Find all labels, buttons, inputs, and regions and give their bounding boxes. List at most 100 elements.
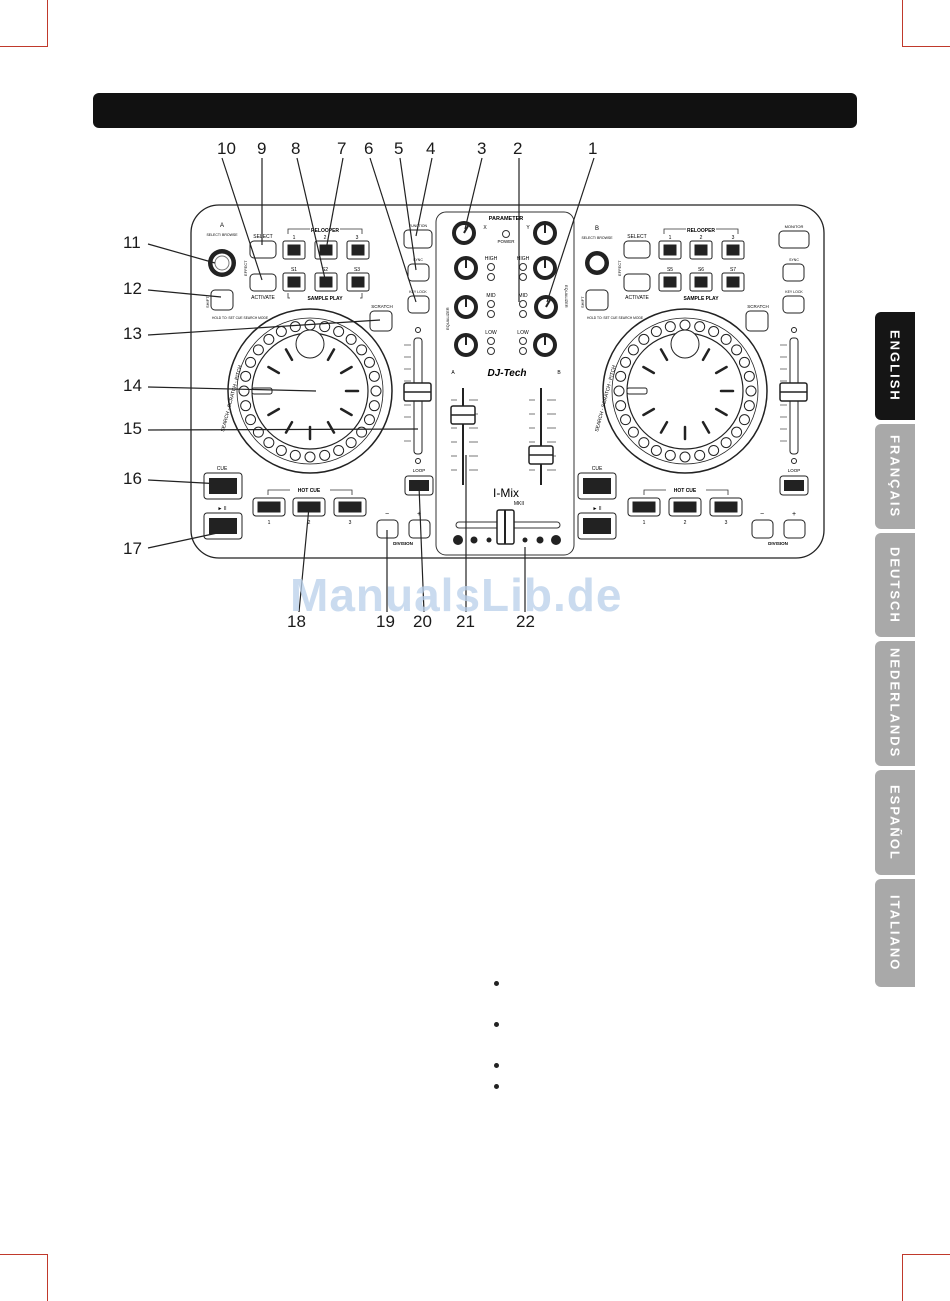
jog-ring-dot <box>363 356 375 368</box>
y-label: Y <box>526 225 530 231</box>
tab-espanol[interactable]: ESPAÑOL <box>875 770 915 875</box>
hot-cue-num-b: 1 <box>643 520 646 526</box>
hot-cue-buttons-a[interactable] <box>252 497 367 517</box>
sample-num-b: S5 <box>667 267 673 273</box>
shift-note-a: HOLD TO: SET CUE SEARCH MODE <box>212 316 269 320</box>
knob-eq-low-a[interactable] <box>454 333 478 357</box>
callout-number: 21 <box>456 612 475 631</box>
x-label: X <box>483 225 487 231</box>
knob-parameter-y[interactable] <box>533 221 557 245</box>
tab-label: DEUTSCH <box>887 546 903 624</box>
sync-button-b[interactable] <box>782 263 805 282</box>
knob-eq-mid-b[interactable] <box>534 295 558 319</box>
browse-knob-a[interactable] <box>208 249 236 277</box>
jog-ring-dot <box>664 321 676 333</box>
knob-eq-high-b[interactable] <box>533 256 557 280</box>
loop-button-b[interactable] <box>779 475 809 496</box>
jog-ring-dot <box>615 400 627 412</box>
shift-button-a[interactable] <box>210 289 234 311</box>
effect-activate-button-a[interactable] <box>249 273 277 292</box>
jog-ring-dot <box>738 414 750 426</box>
effect-label-a: EFFECT <box>243 260 248 276</box>
cue-label-b: CUE <box>592 466 603 472</box>
jog-ring-dot <box>615 370 627 382</box>
relooper-num-a: 3 <box>356 235 359 241</box>
play-pause-button-a[interactable] <box>203 512 243 540</box>
pitch-fader-a[interactable] <box>403 327 432 464</box>
callout-number: 13 <box>123 324 142 343</box>
equalizer-label-a: EQUALIZER <box>445 307 450 330</box>
play-pause-button-b[interactable] <box>577 512 617 540</box>
play-label-b: ► II <box>592 506 601 512</box>
scratch-button-b[interactable] <box>745 310 769 332</box>
jog-ring-dot <box>275 444 287 456</box>
division-minus-button-b[interactable] <box>751 519 774 539</box>
crop-mark <box>0 46 48 47</box>
activate-label-a: ACTIVATE <box>251 295 275 301</box>
relooper-bracket-b <box>663 228 739 234</box>
effect-activate-button-b[interactable] <box>623 273 651 292</box>
jog-ring-dot <box>289 449 301 461</box>
cue-button-a[interactable] <box>203 472 243 500</box>
jog-spoke <box>659 420 669 434</box>
division-plus-button-a[interactable] <box>408 519 431 539</box>
effect-label-b: EFFECT <box>617 260 622 276</box>
jog-ring-dot <box>345 333 357 345</box>
shift-label-a: SHIFT <box>205 296 210 308</box>
model-sub: MKII <box>514 501 524 507</box>
division-plus-button-b[interactable] <box>783 519 806 539</box>
sync-label-a: SYNC <box>413 258 423 262</box>
tab-english[interactable]: ENGLISH <box>875 312 915 420</box>
knob-eq-high-a[interactable] <box>454 256 478 280</box>
crossfader[interactable] <box>453 509 561 545</box>
hot-cue-num-a: 3 <box>349 520 352 526</box>
effect-select-button-a[interactable] <box>249 240 277 259</box>
sync-button-a[interactable] <box>407 263 430 282</box>
jog-ring-dot <box>333 444 345 456</box>
sample-num-a: S1 <box>291 267 297 273</box>
hot-cue-label-a: HOT CUE <box>298 488 321 494</box>
hot-cue-buttons-b[interactable] <box>627 497 743 517</box>
jog-spoke <box>701 348 711 362</box>
select-browse-label-b: SELECT/ BROWSE <box>581 236 613 240</box>
tab-deutsch[interactable]: DEUTSCH <box>875 533 915 637</box>
function-button-a[interactable] <box>403 229 433 249</box>
knob-eq-low-b[interactable] <box>533 333 557 357</box>
jog-ring-dot <box>743 400 755 412</box>
key-lock-button-b[interactable] <box>782 295 805 314</box>
knob-eq-mid-a[interactable] <box>454 295 478 319</box>
channel-fader-b[interactable] <box>528 388 556 485</box>
pitch-fader-b[interactable] <box>779 327 808 464</box>
sample-num-a: S3 <box>354 267 360 273</box>
browse-knob-b[interactable] <box>585 251 609 275</box>
jog-ring-dot <box>731 344 743 356</box>
channel-b-label: B <box>557 370 561 376</box>
sample-play-buttons-b[interactable] <box>658 272 745 292</box>
relooper-buttons-b[interactable] <box>658 240 745 260</box>
callout-number: 2 <box>513 139 523 158</box>
key-lock-button-a[interactable] <box>407 295 430 314</box>
jog-spoke <box>326 420 336 434</box>
shift-button-b[interactable] <box>585 289 609 311</box>
relooper-num-b: 3 <box>732 235 735 241</box>
jog-ring-dot <box>252 344 264 356</box>
loop-label-a: LOOP <box>413 468 426 473</box>
jog-ring-dot <box>356 344 368 356</box>
tab-francais[interactable]: FRANÇAIS <box>875 424 915 529</box>
callout-number: 15 <box>123 419 142 438</box>
monitor-button[interactable] <box>778 230 810 249</box>
jog-wheel-b[interactable] <box>602 308 768 474</box>
cue-label-a: CUE <box>217 466 228 472</box>
knob-parameter-x[interactable] <box>452 221 476 245</box>
callout-number: 11 <box>123 233 141 252</box>
tab-italiano[interactable]: ITALIANO <box>875 879 915 987</box>
effect-select-button-b[interactable] <box>623 240 651 259</box>
cue-button-b[interactable] <box>577 472 617 500</box>
shift-label-b: SHIFT <box>580 296 585 308</box>
jog-ring-dot <box>345 437 357 449</box>
channel-fader-a[interactable] <box>450 388 478 485</box>
minus-label-a: − <box>385 511 389 518</box>
tab-nederlands[interactable]: NEDERLANDS <box>875 641 915 766</box>
bullet-point <box>494 1084 499 1089</box>
callout-number: 14 <box>123 376 142 395</box>
